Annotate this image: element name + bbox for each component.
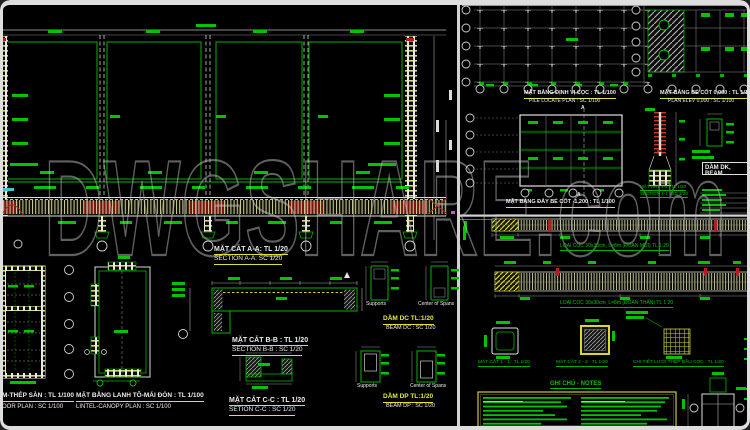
beam-dk-box: DẦM DK, BEAM <box>702 162 749 175</box>
elevation-plan-title: MẶT BẰNG BỂ CỐT 0,000 : TL 1/100 <box>660 90 750 99</box>
pile-tip-detail-drawing <box>491 218 749 237</box>
section-bb-subtitle: SECTION B-B : SC 1/20 <box>232 346 303 356</box>
section-cc-title: MẶT CẮT C-C : TL 1/20 <box>229 397 306 407</box>
section-11-detail-title: MẶT CẮT 1 - 1 : TL 1/20 <box>478 360 530 367</box>
elevation-plan-subtitle: PLAN ELEV 0,000 : SC 1/100 <box>668 98 735 104</box>
section-bb-drawing <box>189 272 363 334</box>
lintel-plan-title: MẶT BẰNG LANH TÔ-MÁI ĐÓN : TL 1/100 <box>76 392 204 402</box>
tank-plan-section-marker-bottom: A <box>577 192 581 198</box>
section-cc-subtitle: SETION C-C : SC 1/20 <box>229 406 296 416</box>
section-aa-strip <box>0 197 448 239</box>
section-cc-drawing <box>239 352 293 385</box>
section-22-detail-title: MẶT CẮT 2 - 2 : TL 1/20 <box>556 360 608 367</box>
floor-plan-subtitle: OOR PLAN : SC 1/100 <box>2 404 64 410</box>
pile-locate-plan-drawing <box>474 4 650 87</box>
beam-dc-title: DẦM DC TL:1/20 <box>383 315 434 325</box>
floor-plan-title: M-THÉP SÀN : TL 1/100 <box>2 392 74 402</box>
beam-dk-detail <box>699 113 748 214</box>
notes-title: GHI CHÚ - NOTES <box>550 381 602 389</box>
beam-dc-subtitle: BEAM DC : SC 1/20 <box>386 325 436 331</box>
lintel-plan-drawing <box>84 261 151 382</box>
dimension-marks-layer <box>0 5 750 425</box>
mesh-detail-title: CHI TIẾT LƯỚI THÉP ĐẦU CỌC : TL 1/20 <box>633 360 724 367</box>
beam-dp-center-label: Center of Spans <box>410 383 447 389</box>
pile-body-detail-title: LOẠI CỌC 30x30cm, L=8m (ĐOẠN THÂN) TL 1:… <box>560 300 674 308</box>
tank-bottom-plan-drawing <box>476 108 623 196</box>
pile-locate-plan-title: MẶT BẰNG ĐỊNH VỊ CỌC : TL 1/100 <box>524 90 616 99</box>
section-11-subtitle: SECTION 1-1 : SC 1/20 <box>640 191 688 199</box>
detail-sections <box>491 317 691 355</box>
pile-body-detail-drawing <box>494 265 749 298</box>
tank-plan-section-marker-top: A <box>581 105 585 111</box>
section-11-title: MẶT CẮT 1-1 : TL 1/20 <box>640 184 687 192</box>
tank-bottom-plan-title: MẶT BẰNG ĐÁY BỂ CỐT -1,200 : TL 1/100 <box>506 199 615 208</box>
right-column-hatch <box>405 36 417 216</box>
beam-dc-sections <box>365 261 449 301</box>
beam-dp-supports-label: Supports <box>357 383 378 389</box>
section-bb-title: MẶT CẮT B-B : TL 1/20 <box>232 337 309 347</box>
section-aa-title: MẶT CẮT A-A: TL 1/20 <box>214 246 288 256</box>
elevation-drawing <box>0 29 447 240</box>
floor-plan-drawing <box>1 265 46 379</box>
lintel-plan-subtitle: LINTEL-CANOPY PLAN : SC 1/100 <box>76 404 171 410</box>
beam-dc-center-label: Center of Spans <box>418 301 455 307</box>
pile-cap-detail <box>687 377 744 429</box>
left-column-hatch <box>0 36 8 216</box>
beam-dp-subtitle: BEAM DP : SC 1/20 <box>386 403 436 409</box>
section-11-drawing <box>648 112 677 187</box>
pile-locate-plan-subtitle: PILE LOCATE PLAN : SC 1/100 <box>529 98 601 104</box>
pile-tip-detail-title: LOẠI CỌC 30x30cm, L=8m (ĐOẠN MŨI) TL 1:2… <box>560 243 669 251</box>
beam-dp-sections <box>355 346 437 383</box>
beam-dc-supports-label: Supports <box>366 301 387 307</box>
section-aa-subtitle: SECTION A-A: SC 1/20 <box>214 255 283 265</box>
beam-dp-title: DẦM DP TL:1/20 <box>383 393 434 403</box>
